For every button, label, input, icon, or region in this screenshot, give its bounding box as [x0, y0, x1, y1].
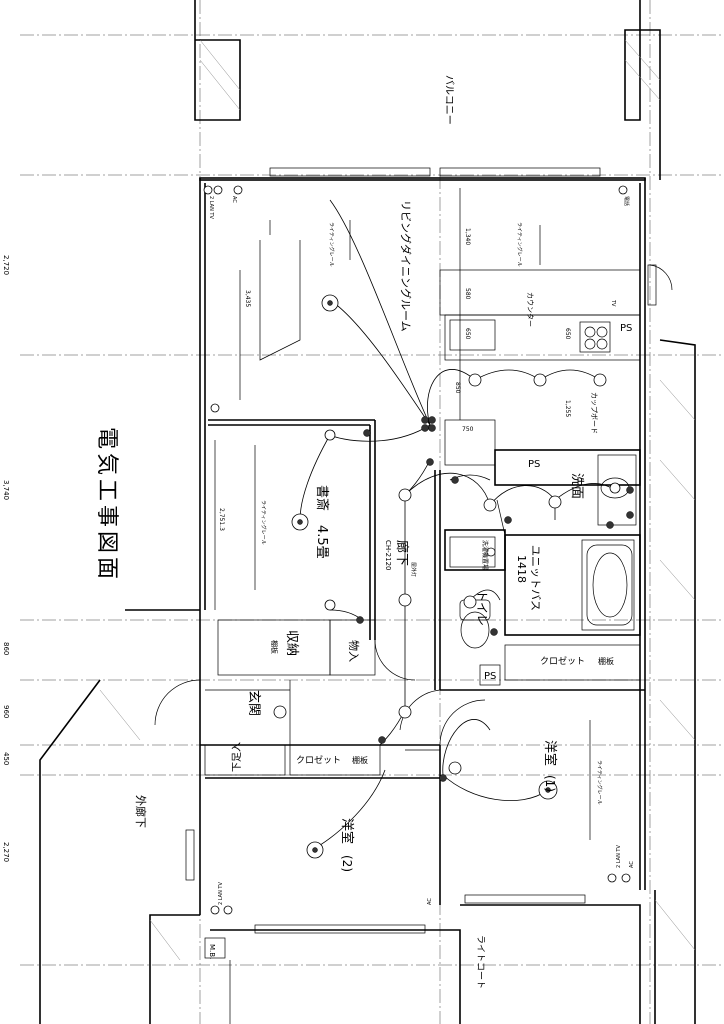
closet-a: クロゼット: [296, 754, 341, 766]
light-fixtures: [203, 185, 631, 915]
shoe-box: 下足入: [231, 742, 243, 772]
rail-label-4: ライティングレール: [596, 760, 603, 805]
outlet-ac-bed2: AC: [427, 898, 433, 905]
closet-b-shelf: 棚板: [598, 656, 614, 666]
outlet-lan-tv-living: 2 LAN TV: [208, 196, 214, 219]
closet-a-shelf: 棚板: [352, 755, 368, 765]
washer-space: 洗濯機置場: [481, 540, 489, 570]
room-closet-small: 物入: [347, 640, 361, 662]
dim-650b: 650: [564, 328, 571, 340]
outlet-tv-kitchen: TV: [610, 299, 616, 307]
switches: [356, 416, 634, 782]
dim-2270: 2,270: [2, 842, 10, 862]
closet-b: クロゼット: [540, 655, 585, 667]
title-text: 電気工事図面: [94, 427, 119, 583]
interior-walls: [200, 269, 645, 905]
room-bedroom1-num: (1): [543, 775, 557, 792]
ps-toilet: PS: [484, 671, 496, 682]
outer-corridor: 外廊下: [134, 795, 148, 828]
wall-hatching: [99, 39, 696, 961]
room-toilet: トイレ: [475, 590, 489, 626]
storage-shelf: 棚板: [270, 640, 279, 654]
outlet-ac-living: AC: [231, 196, 237, 203]
outlet-lan-tv-bed1: 2 LAN TV: [616, 845, 622, 868]
ps-washroom: PS: [528, 459, 540, 470]
rail-label-1: ライティングレール: [328, 222, 335, 267]
room-unitbath-size: 1418: [515, 555, 528, 583]
room-living: リビングダイニングルーム: [399, 200, 413, 332]
dim-3435: 3,435: [244, 290, 251, 307]
fixtures: [449, 319, 633, 649]
dim-750: 750: [462, 426, 474, 433]
room-unitbath: ユニットバス: [529, 545, 542, 611]
outdoor-light: 屋外灯: [410, 562, 417, 577]
hallway-ceiling-height: CH-2120: [384, 540, 392, 571]
dim-960: 960: [2, 705, 10, 718]
drawing-title: 電気工事図面: [94, 427, 119, 583]
room-storage: 収納: [284, 630, 299, 656]
dim-650a: 650: [464, 328, 471, 340]
rail-label-3: ライティングレール: [260, 500, 267, 545]
room-study-size: 4.5畳: [314, 525, 329, 559]
room-bedroom1: 洋室: [542, 740, 558, 766]
room-entrance: 玄関: [246, 690, 261, 716]
dim-2751: 2,751.3: [218, 508, 225, 531]
windows: [185, 167, 657, 934]
outlet-ac-bed1: AC: [629, 861, 635, 868]
grid-lines: [20, 0, 724, 1024]
dim-2720: 2,720: [2, 255, 10, 275]
room-study: 書斎: [314, 485, 330, 511]
room-balcony: バルコニー: [443, 75, 455, 125]
light-court: ライトコート: [475, 935, 486, 989]
lighting-rails: [254, 220, 591, 840]
dim-860: 860: [2, 642, 10, 655]
room-bedroom2: 洋室: [339, 818, 355, 844]
room-bedroom2-num: (2): [340, 855, 354, 872]
room-hallway: 廊下: [394, 540, 410, 566]
wiring: [299, 199, 616, 849]
rail-label-2: ライティングレール: [516, 222, 523, 267]
cupboard: カップボード: [590, 392, 598, 434]
dim-1255: 1,255: [564, 400, 571, 417]
dim-450: 450: [2, 752, 10, 765]
outlet-lan-tv-bed2: 2 LAN TV: [218, 882, 224, 905]
room-washroom: 洗面: [569, 473, 584, 499]
ps-kitchen: PS: [620, 323, 632, 334]
dim-1340: 1,340: [464, 228, 471, 245]
dim-3740: 3,740: [2, 480, 10, 500]
exterior-walls: [39, 0, 696, 1024]
meter-box: M.B.: [208, 944, 216, 959]
dim-850: 850: [454, 382, 461, 394]
doors: [154, 264, 673, 746]
dim-580: 580: [464, 288, 471, 300]
outlet-phone: 電話: [623, 196, 630, 206]
kitchen-counter: カウンター: [526, 292, 535, 327]
